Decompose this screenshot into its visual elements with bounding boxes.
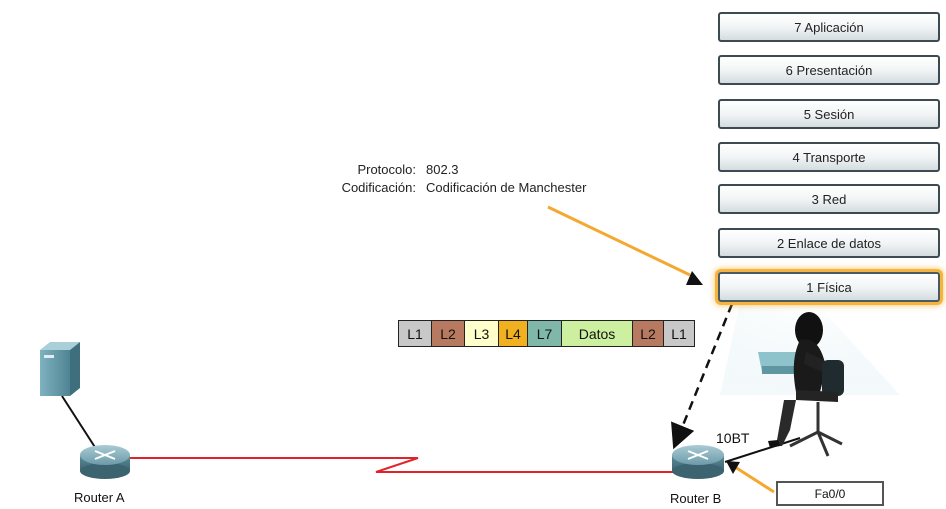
osi-layer-application[interactable]: 7 Aplicación [718,12,940,42]
router-a-icon[interactable] [80,445,130,479]
router-b-label: Router B [670,491,722,506]
pdu-cell-l1-trailer: L1 [663,320,695,347]
pdu-cell-l1-header: L1 [398,320,432,347]
encoding-key: Codificación: [341,180,416,195]
osi-layer-session[interactable]: 5 Sesión [718,99,940,129]
protocol-callout-arrowhead [686,271,703,285]
dashed-arrow [671,303,734,450]
osi-layer-presentation[interactable]: 6 Presentación [718,55,940,85]
server-icon[interactable] [40,342,80,396]
encoding-value: Codificación de Manchester [426,180,587,195]
osi-layer-transport[interactable]: 4 Transporte [718,142,940,172]
protocol-key: Protocolo: [357,162,416,177]
pdu-cell-l4-header: L4 [498,320,528,347]
serial-link [130,457,690,473]
osi-layer-physical[interactable]: 1 Física [718,272,940,302]
server-link [61,395,101,456]
osi-layer-network[interactable]: 3 Red [718,184,940,214]
pdu-cell-l3-header: L3 [464,320,499,347]
protocol-callout-arrow [547,205,691,277]
pdu-cell-l2-header: L2 [431,320,465,347]
ethernet-link [724,437,801,463]
router-a-label: Router A [74,490,125,505]
pdu-cell-l7-header: L7 [527,320,562,347]
pdu-cell-l2-trailer: L2 [632,320,664,347]
link-type-label: 10BT [716,430,750,446]
pdu-cell-data: Datos [561,320,633,347]
frame-encapsulation: L1 L2 L3 L4 L7 Datos L2 L1 [398,320,695,347]
protocol-value: 802.3 [426,162,459,177]
interface-label-box: Fa0/0 [776,481,884,506]
interface-label: Fa0/0 [814,486,846,501]
port-callout-arrowhead [726,461,740,474]
port-callout-arrow [734,465,775,494]
router-b-icon[interactable] [672,445,724,479]
osi-layer-data-link[interactable]: 2 Enlace de datos [718,228,940,258]
user-at-computer-icon [758,312,844,457]
